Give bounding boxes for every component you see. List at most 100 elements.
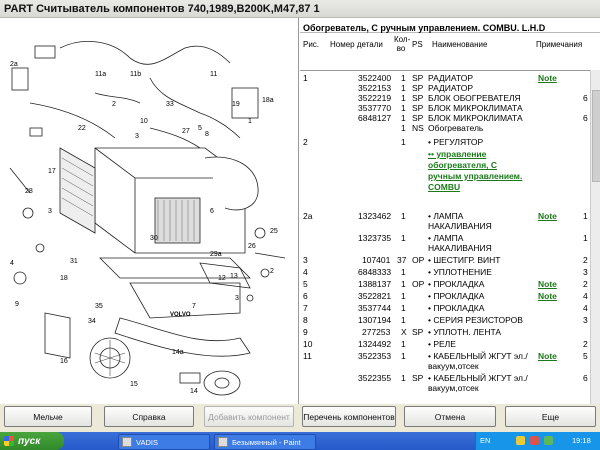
cell-ps: SP	[412, 113, 424, 123]
tray-network-icon[interactable]	[544, 436, 553, 445]
cell-ps: SP	[412, 83, 424, 93]
tray-security-icon[interactable]	[530, 436, 539, 445]
svg-text:1: 1	[248, 118, 252, 125]
svg-text:30: 30	[150, 235, 158, 242]
svg-text:14a: 14a	[172, 349, 184, 356]
table-row[interactable]: 3522153 1 SP РАДИАТОР	[300, 83, 591, 93]
svg-text:11: 11	[210, 71, 217, 78]
cell-part: 3522353	[358, 351, 392, 361]
cell-num: 1	[583, 233, 588, 243]
note-link[interactable]: Note	[538, 351, 557, 361]
cell-ps: SP	[412, 373, 424, 383]
cell-part: 3522400	[358, 73, 392, 83]
table-row[interactable]: 1323735 1 • ЛАМПА НАКАЛИВАНИЯ 1	[300, 233, 591, 255]
start-button[interactable]: пуск	[0, 432, 64, 450]
table-row[interactable]: 2 1 • РЕГУЛЯТОР •• управление обогревате…	[300, 137, 591, 211]
cell-ref: 2a	[303, 211, 313, 221]
table-row[interactable]: 10 1324492 1 • РЕЛЕ 2	[300, 339, 591, 351]
cell-qty: 1	[401, 113, 406, 123]
table-row[interactable]: 3522355 1 SP • КАБЕЛЬНЫЙ ЖГУТ эл./вакуум…	[300, 373, 591, 395]
cell-ref: 8	[303, 315, 308, 325]
svg-text:31: 31	[70, 258, 78, 265]
table-row[interactable]: 9 277253 X SP • УПЛОТН. ЛЕНТА	[300, 327, 591, 339]
table-row[interactable]: 7 3537744 1 • ПРОКЛАДКА 4	[300, 303, 591, 315]
cell-ref: 7	[303, 303, 308, 313]
language-indicator[interactable]: EN	[480, 436, 491, 445]
component-list-button[interactable]: Перечень компонентов	[302, 406, 396, 427]
cell-ref: 6	[303, 291, 308, 301]
cell-name: • ПРОКЛАДКА	[428, 279, 485, 289]
svg-text:5: 5	[198, 125, 202, 132]
col-part-no: Номер детали	[330, 40, 383, 49]
table-row[interactable]: 3 107401 37 OP • ШЕСТИГР. ВИНТ 2	[300, 255, 591, 267]
svg-text:7: 7	[192, 303, 196, 310]
table-row[interactable]: 1 3522400 1 SP РАДИАТОР Note	[300, 73, 591, 83]
table-row[interactable]: 11 3522353 1 • КАБЕЛЬНЫЙ ЖГУТ эл./вакуум…	[300, 351, 591, 373]
cell-part: 3522219	[358, 93, 392, 103]
diagram-drawing[interactable]: 2a 11a 11b 2 22 10 11 19 18a 33 3 1 27 5…	[0, 18, 298, 404]
cell-qty: 1	[401, 233, 406, 243]
table-row[interactable]: 2a 1323462 1 • ЛАМПА НАКАЛИВАНИЯ Note 1	[300, 211, 591, 233]
cell-part: 3522821	[358, 291, 392, 301]
cell-part: 3537744	[358, 303, 392, 313]
cell-num: 2	[583, 279, 588, 289]
cell-name: • ЛАМПА НАКАЛИВАНИЯ	[428, 211, 492, 231]
svg-text:4: 4	[10, 260, 14, 267]
cell-qty: 1	[401, 267, 406, 277]
svg-text:28: 28	[25, 188, 33, 195]
bottom-button-bar: Мельче Справка Добавить компонент Перече…	[0, 404, 600, 432]
window-title: PART Считыватель компонентов 740,1989,B2…	[4, 2, 320, 15]
cancel-button[interactable]: Отмена	[404, 406, 496, 427]
smaller-button[interactable]: Мельче	[4, 406, 92, 427]
svg-text:2: 2	[270, 268, 274, 275]
note-link[interactable]: Note	[538, 73, 557, 83]
cell-num: 2	[583, 255, 588, 265]
cell-name: Обогреватель	[428, 123, 484, 133]
cell-num: 6	[583, 93, 588, 103]
table-row[interactable]: 3537770 1 SP БЛОК МИКРОКЛИМАТА	[300, 103, 591, 113]
tray-app-icon[interactable]	[516, 436, 525, 445]
vertical-scrollbar[interactable]	[590, 70, 600, 404]
cell-part: 1323462	[358, 211, 392, 221]
cell-num: 4	[583, 303, 588, 313]
note-link[interactable]: Note	[538, 291, 557, 301]
panel-header: Обогреватель, С ручным управлением. COMB…	[300, 18, 600, 33]
sub-assembly-link[interactable]: •• управление обогревателя, С ручным упр…	[428, 149, 523, 192]
table-row[interactable]: 5 1388137 1 OP • ПРОКЛАДКА Note 2	[300, 279, 591, 291]
cell-qty: 1	[401, 303, 406, 313]
svg-text:27: 27	[182, 128, 190, 135]
more-button[interactable]: Еще	[505, 406, 596, 427]
cell-qty: 1	[401, 83, 406, 93]
note-link[interactable]: Note	[538, 211, 557, 221]
table-row[interactable]: 6848127 1 SP БЛОК МИКРОКЛИМАТА 6	[300, 113, 591, 123]
cell-qty: 1	[401, 339, 406, 349]
svg-text:2a: 2a	[10, 61, 18, 68]
table-row[interactable]: 8 1307194 1 • СЕРИЯ РЕЗИСТОРОВ 3	[300, 315, 591, 327]
cell-ps: SP	[412, 73, 424, 83]
table-row[interactable]: 1 NS Обогреватель	[300, 123, 591, 137]
taskbar-item-vadis[interactable]: VADIS	[118, 434, 210, 450]
parts-table: 1 3522400 1 SP РАДИАТОР Note 3522153 1 S…	[300, 73, 591, 404]
exploded-parts-diagram[interactable]: 2a 11a 11b 2 22 10 11 19 18a 33 3 1 27 5…	[0, 18, 299, 404]
cell-part: 3522355	[358, 373, 392, 383]
cell-ref: 4	[303, 267, 308, 277]
table-row[interactable]: 4 6848333 1 • УПЛОТНЕНИЕ 3	[300, 267, 591, 279]
svg-text:2: 2	[112, 101, 116, 108]
table-row[interactable]: 6 3522821 1 • ПРОКЛАДКА Note 4	[300, 291, 591, 303]
cell-part: 3522153	[358, 83, 392, 93]
table-row[interactable]: 3522219 1 SP БЛОК ОБОГРЕВАТЕЛЯ 6	[300, 93, 591, 103]
cell-name: РАДИАТОР	[428, 83, 474, 93]
cell-qty: 1	[401, 211, 406, 221]
column-headers: Рис. Номер детали Кол- во PS Наименовани…	[300, 34, 600, 71]
add-component-button[interactable]: Добавить компонент	[204, 406, 294, 427]
cell-qty: 37	[397, 255, 407, 265]
cell-name: БЛОК МИКРОКЛИМАТА	[428, 103, 523, 113]
note-link[interactable]: Note	[538, 279, 557, 289]
svg-text:18a: 18a	[262, 97, 274, 104]
help-button[interactable]: Справка	[104, 406, 194, 427]
taskbar-item-paint[interactable]: Безымянный - Paint	[214, 434, 316, 450]
cell-num: 3	[583, 315, 588, 325]
scrollbar-thumb[interactable]	[592, 90, 600, 182]
svg-text:15: 15	[130, 381, 138, 388]
cell-ref: 10	[303, 339, 313, 349]
